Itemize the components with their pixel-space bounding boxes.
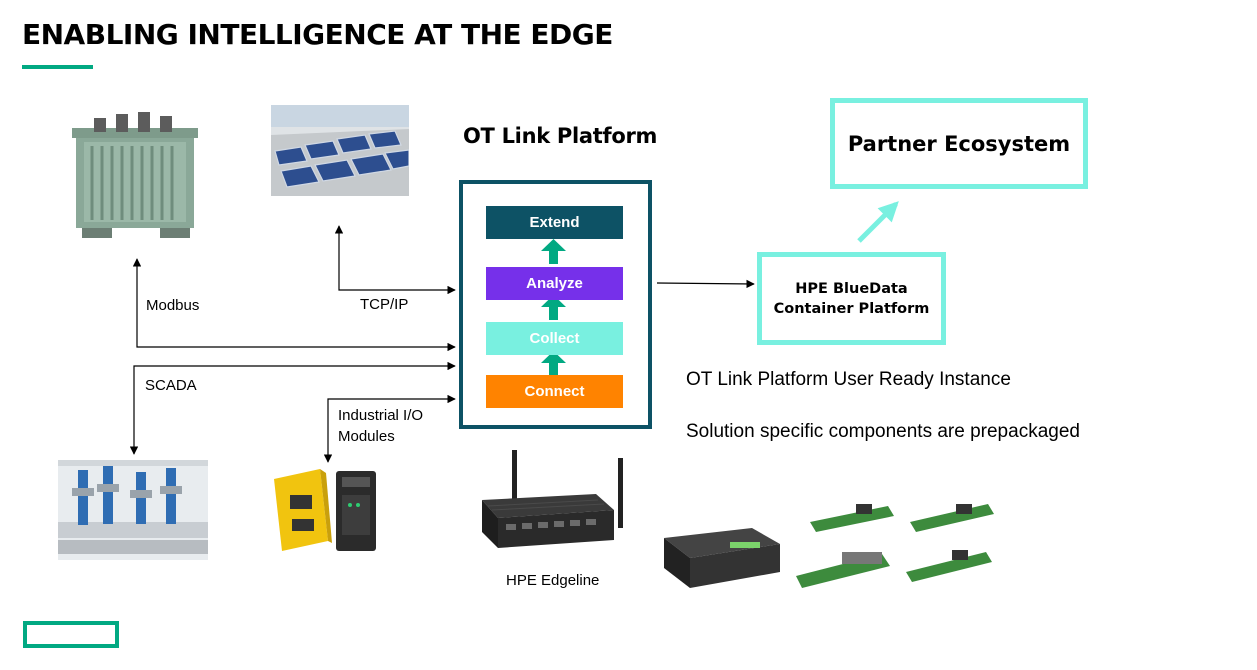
stage-connect: Connect [486, 375, 623, 408]
industrial-io-label-line2: Modules [338, 428, 395, 445]
stage-arrows [541, 239, 566, 376]
modbus-label: Modbus [146, 297, 200, 314]
platform-box [459, 180, 652, 429]
bluedata-line1: HPE BlueData [795, 280, 908, 297]
pipes-image [58, 460, 208, 560]
hpe-logo [23, 621, 119, 648]
scada-label: SCADA [145, 377, 197, 394]
edgeline-device-image [482, 450, 623, 548]
industrial-io-label: Industrial I/O Modules [338, 405, 423, 447]
solar-panels-image [271, 105, 409, 196]
industrial-io-modules-image [274, 469, 376, 551]
edgeline-accessories-image [664, 504, 994, 588]
bluedata-box: HPE BlueData Container Platform [757, 252, 946, 345]
platform-to-bluedata-connector [656, 279, 755, 289]
tcpip-label: TCP/IP [360, 296, 409, 313]
note-user-ready: OT Link Platform User Ready Instance [686, 369, 1011, 390]
platform-title: OT Link Platform [463, 124, 658, 148]
bluedata-line2: Container Platform [773, 300, 930, 317]
bluedata-to-partner-arrow [857, 201, 899, 243]
title-underline [22, 65, 93, 69]
transformer-image [72, 112, 198, 238]
scada-connector [129, 361, 456, 455]
stage-collect: Collect [486, 322, 623, 355]
industrial-io-connector [323, 394, 456, 463]
tcpip-connector [334, 225, 456, 295]
modbus-connector [132, 258, 456, 352]
page-title: ENABLING INTELLIGENCE AT THE EDGE [22, 18, 613, 51]
note-prepackaged: Solution specific components are prepack… [686, 421, 1080, 442]
partner-ecosystem-label: Partner Ecosystem [847, 131, 1071, 156]
partner-ecosystem-box: Partner Ecosystem [830, 98, 1088, 189]
stage-analyze: Analyze [486, 267, 623, 300]
stage-extend: Extend [486, 206, 623, 239]
edgeline-label: HPE Edgeline [506, 572, 600, 589]
industrial-io-label-line1: Industrial I/O [338, 407, 424, 424]
